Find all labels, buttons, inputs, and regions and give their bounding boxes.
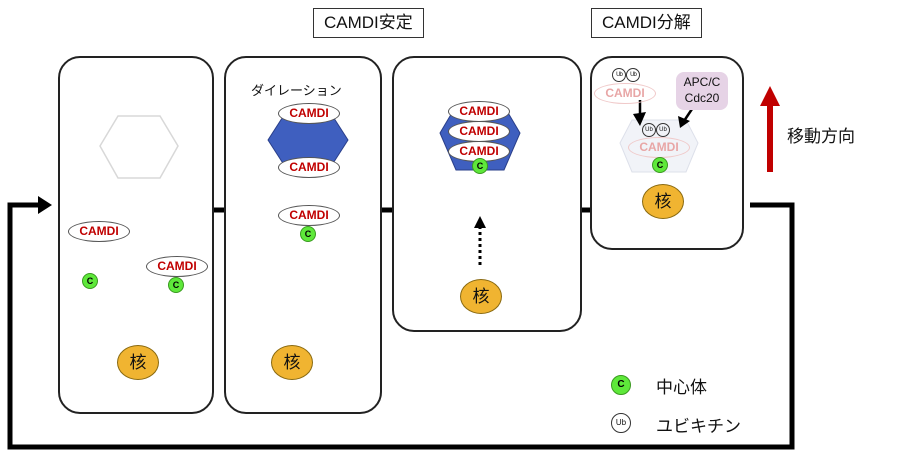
camdi-stage2-c: CAMDI [278, 205, 340, 226]
legend-centrosome-icon: C [611, 375, 631, 395]
camdi-stage3-b: CAMDI [448, 121, 510, 142]
nucleus-stage1: 核 [117, 345, 159, 380]
camdi-stage4-faded: CAMDI [628, 137, 690, 158]
direction-label: 移動方向 [787, 127, 855, 146]
camdi-stage3-c: CAMDI [448, 141, 510, 162]
cycle-return-line [7, 202, 795, 450]
legend-centrosome-label: 中心体 [656, 378, 707, 397]
title-camdi-stable: CAMDI安定 [313, 8, 424, 38]
camdi-stage2-a: CAMDI [278, 103, 340, 124]
cdc20-label: Cdc20 [684, 91, 720, 105]
title-camdi-degrade: CAMDI分解 [591, 8, 702, 38]
centrosome-stage4: C [652, 157, 668, 173]
ubiquitin-icon: Ub [642, 123, 656, 137]
camdi-stage1-b: CAMDI [146, 256, 208, 277]
camdi-stage3-a: CAMDI [448, 101, 510, 122]
legend-ubiquitin-icon: Ub [611, 413, 631, 433]
camdi-stage4-degraded: CAMDI [594, 83, 656, 104]
legend-ubiquitin-label: ユビキチン [656, 417, 741, 436]
nucleus-stage2: 核 [271, 345, 313, 380]
centrosome-stage1-a: C [82, 273, 98, 289]
camdi-stage2-b: CAMDI [278, 157, 340, 178]
centrosome-stage2: C [300, 226, 316, 242]
apc-label: APC/C [683, 75, 721, 89]
centrosome-stage1-b: C [168, 277, 184, 293]
nucleus-stage3: 核 [460, 279, 502, 314]
ubiquitin-icon: Ub [612, 68, 626, 82]
camdi-stage1-a: CAMDI [68, 221, 130, 242]
centrosome-stage3: C [472, 158, 488, 174]
apc-c-cdc20-complex: APC/C Cdc20 [676, 72, 728, 110]
ubiquitin-icon: Ub [626, 68, 640, 82]
cycle-entry-arrowhead [38, 196, 52, 214]
nucleus-stage4: 核 [642, 184, 684, 219]
ubiquitin-icon: Ub [656, 123, 670, 137]
dilation-label: ダイレーション [251, 83, 342, 98]
